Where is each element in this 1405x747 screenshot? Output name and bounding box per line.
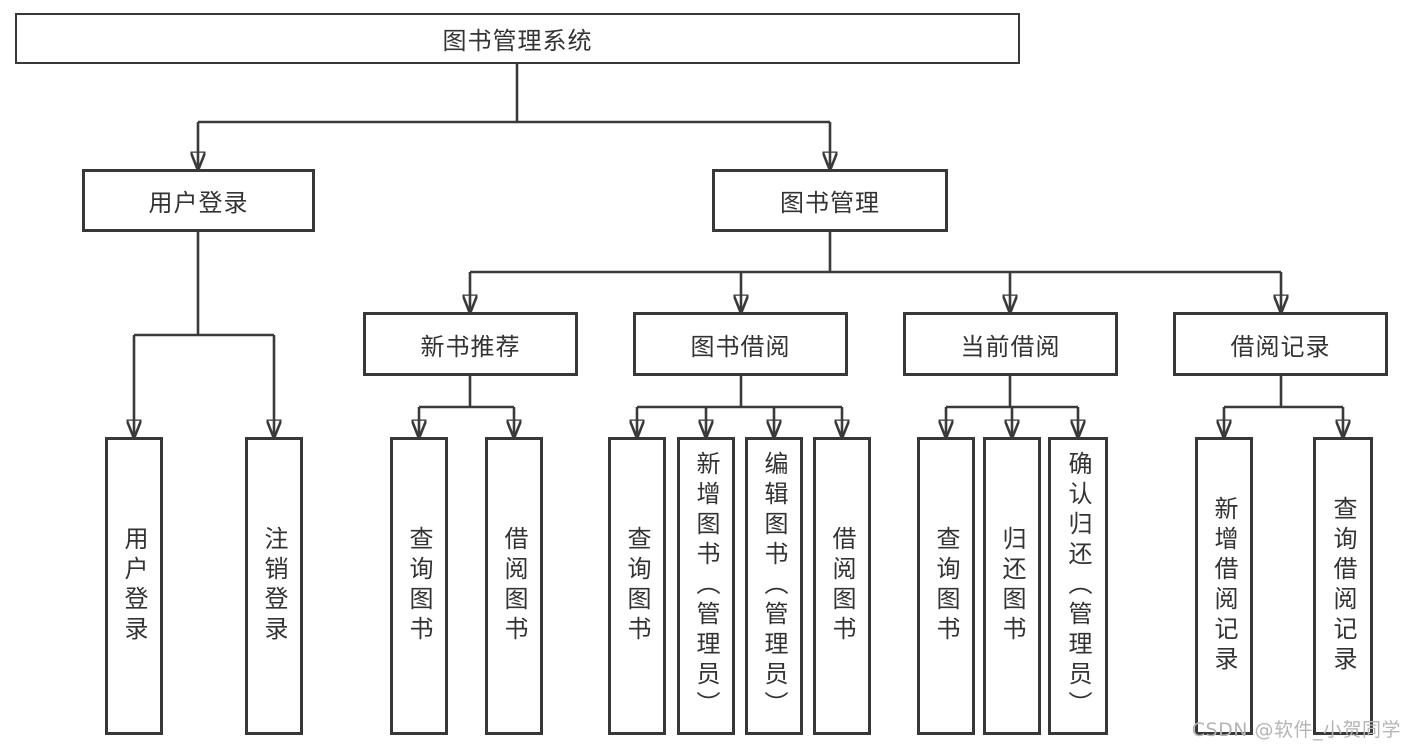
leaf-confirm-return-admin: 确认归还（管理员） <box>1048 437 1108 735</box>
node-book-management: 图书管理 <box>712 169 948 232</box>
node-label: 借阅记录 <box>1230 332 1331 361</box>
leaf-label: 借阅图书 <box>500 526 528 646</box>
leaf-user-login: 用户登录 <box>105 437 163 735</box>
leaf-query-books-recommend: 查询图书 <box>390 437 448 735</box>
leaf-label: 注销登录 <box>260 526 288 646</box>
leaf-borrow-books: 借阅图书 <box>813 437 871 735</box>
leaf-label: 查询图书 <box>932 526 960 646</box>
node-label: 图书管理系统 <box>442 27 593 55</box>
connector-borrow-records <box>1224 376 1343 409</box>
leaf-label: 查询图书 <box>623 526 651 646</box>
connector-current-borrow <box>946 376 1078 409</box>
node-borrow-records: 借阅记录 <box>1173 312 1388 376</box>
leaf-return-books: 归还图书 <box>983 437 1041 735</box>
leaf-logout: 注销登录 <box>245 437 303 735</box>
leaf-label: 归还图书 <box>998 526 1026 646</box>
leaf-add-books-admin: 新增图书（管理员） <box>677 437 735 735</box>
csdn-watermark: CSDN @软件_小贺同学 <box>1191 719 1401 741</box>
node-library-management-system: 图书管理系统 <box>15 13 1020 64</box>
node-label: 当前借阅 <box>960 332 1061 361</box>
connector-book-management <box>470 232 1281 274</box>
node-label: 图书管理 <box>780 189 880 217</box>
leaf-query-borrow-record: 查询借阅记录 <box>1313 437 1373 735</box>
connector-book-borrow <box>637 376 842 409</box>
node-label: 图书借阅 <box>690 332 791 361</box>
node-book-borrow: 图书借阅 <box>633 312 848 376</box>
leaf-label: 查询图书 <box>405 526 433 646</box>
leaf-label: 编辑图书（管理员） <box>760 451 788 721</box>
connector-root <box>198 64 830 124</box>
leaf-edit-books-admin: 编辑图书（管理员） <box>745 437 803 735</box>
node-label: 新书推荐 <box>420 332 521 361</box>
leaf-label: 新增图书（管理员） <box>692 451 720 721</box>
leaf-label: 查询借阅记录 <box>1329 496 1357 676</box>
leaf-label: 用户登录 <box>120 526 148 646</box>
leaf-query-books-borrow: 查询图书 <box>608 437 666 735</box>
leaf-label: 确认归还（管理员） <box>1064 451 1092 721</box>
leaf-borrow-books-recommend: 借阅图书 <box>485 437 543 735</box>
node-new-book-recommend: 新书推荐 <box>363 312 578 376</box>
leaf-query-books-current: 查询图书 <box>917 437 975 735</box>
leaf-label: 借阅图书 <box>828 526 856 646</box>
node-label: 用户登录 <box>148 189 249 217</box>
node-user-login: 用户登录 <box>82 169 315 232</box>
connector-new-book <box>419 376 514 409</box>
connector-user-login <box>134 232 274 337</box>
node-current-borrow: 当前借阅 <box>903 312 1118 376</box>
leaf-add-borrow-record: 新增借阅记录 <box>1195 437 1253 735</box>
leaf-label: 新增借阅记录 <box>1210 496 1238 676</box>
